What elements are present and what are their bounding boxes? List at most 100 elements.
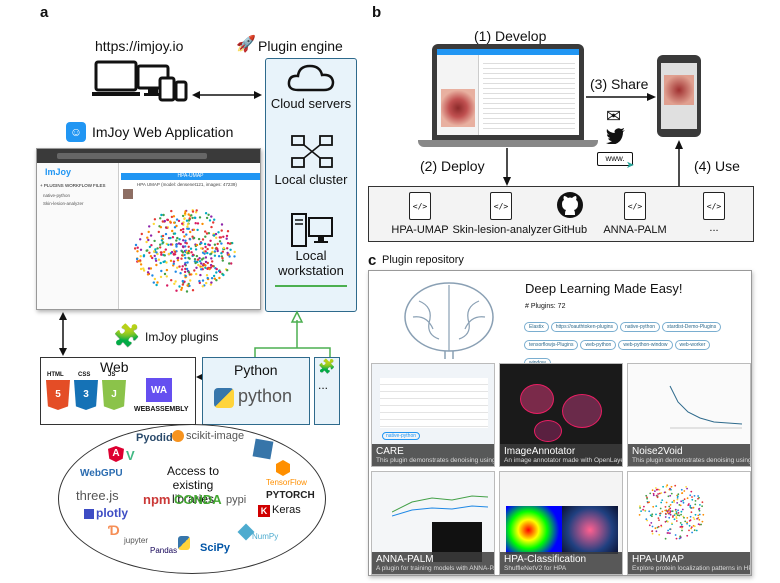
app-web-arrow <box>59 312 67 356</box>
umap-point <box>185 242 188 245</box>
umap-point <box>686 521 688 524</box>
umap-point <box>669 507 672 510</box>
umap-point <box>676 502 679 504</box>
umap-point <box>194 248 198 251</box>
umap-point <box>155 283 158 287</box>
numpy-label: NumPy <box>252 532 279 541</box>
umap-point <box>208 219 212 222</box>
umap-point <box>161 234 165 238</box>
app-brand: ImJoy <box>45 167 72 177</box>
umap-point <box>195 266 198 269</box>
umap-point <box>198 216 202 219</box>
umap-point <box>651 515 653 518</box>
umap-point <box>152 222 155 226</box>
umap-point <box>209 283 213 286</box>
umap-point <box>133 247 137 250</box>
umap-point <box>153 254 156 258</box>
tag-chip[interactable]: stardist-Demo-Plugins <box>662 322 722 332</box>
umap-point <box>204 212 208 215</box>
js-logo: J <box>102 380 126 410</box>
tag-chip[interactable]: https://oauthtoken-plugins <box>550 322 618 332</box>
umap-point <box>205 216 209 220</box>
umap-point <box>679 535 682 538</box>
umap-point <box>665 485 668 488</box>
umap-point <box>183 270 187 274</box>
phone-lesion <box>664 75 694 105</box>
umap-point <box>697 517 700 519</box>
care-grid <box>380 378 488 428</box>
care-ribbon: native-python <box>382 432 421 440</box>
umap-point <box>163 250 166 254</box>
umap-point <box>134 243 138 247</box>
umap-point <box>200 268 203 271</box>
umap-point <box>188 217 191 220</box>
css3-logo: 3 <box>74 380 98 410</box>
umap-point <box>196 222 200 225</box>
umap-point <box>153 218 157 221</box>
umap-point <box>669 532 671 535</box>
tag-chip[interactable]: web-python <box>580 340 617 350</box>
umap-point <box>218 276 221 280</box>
tag-chip[interactable]: web-python-window <box>618 340 673 350</box>
umap-point <box>666 511 669 514</box>
devices-icon <box>92 60 188 102</box>
tag-chip[interactable]: tensorflowjs-Plugins <box>524 340 579 350</box>
umap-point <box>189 230 192 234</box>
umap-point <box>198 281 201 285</box>
umap-point <box>207 213 210 216</box>
umap-point <box>651 532 654 535</box>
imjoy-app-title: ImJoy Web Application <box>92 124 234 140</box>
umap-point <box>674 508 677 511</box>
umap-point <box>658 492 661 495</box>
umap-point <box>680 525 683 528</box>
umap-point <box>197 263 200 267</box>
umap-point <box>664 506 667 508</box>
umap-point <box>165 268 169 272</box>
threejs-label: three.js <box>76 488 119 503</box>
umap-point <box>651 525 654 528</box>
umap-point <box>226 269 229 272</box>
umap-point <box>669 511 671 514</box>
umap-point <box>677 512 680 514</box>
umap-point <box>670 492 673 495</box>
umap-point <box>181 251 185 254</box>
umap-point <box>207 243 210 246</box>
umap-point <box>175 243 178 246</box>
umap-point <box>677 514 679 516</box>
umap-point <box>186 284 189 287</box>
umap-point <box>693 525 696 528</box>
tag-chip[interactable]: Elastix <box>524 322 549 332</box>
umap-point <box>226 242 230 245</box>
tag-chip[interactable]: web-worker <box>674 340 711 350</box>
umap-point <box>701 505 703 508</box>
github-icon <box>557 192 583 218</box>
umap-point <box>181 214 185 218</box>
umap-point <box>142 269 146 272</box>
umap-point <box>181 254 184 257</box>
umap-point <box>693 518 696 521</box>
umap-point <box>667 532 670 534</box>
umap-point <box>170 250 174 254</box>
umap-point <box>211 260 214 263</box>
umap-point <box>139 255 142 258</box>
scipy-label: SciPy <box>200 542 230 554</box>
umap-point <box>148 251 151 254</box>
plugin-engine-label: Plugin engine <box>258 38 343 54</box>
more-engines-box <box>314 357 340 425</box>
umap-point <box>698 523 701 526</box>
tag-chip[interactable]: native-python <box>620 322 661 332</box>
npm-label: npm <box>143 492 171 507</box>
umap-point <box>163 219 166 223</box>
umap-point <box>210 257 213 260</box>
pypi-box-icon <box>252 438 274 460</box>
deploy-arrow <box>503 148 511 186</box>
umap-point <box>233 250 236 254</box>
heatmap-image <box>506 506 562 554</box>
